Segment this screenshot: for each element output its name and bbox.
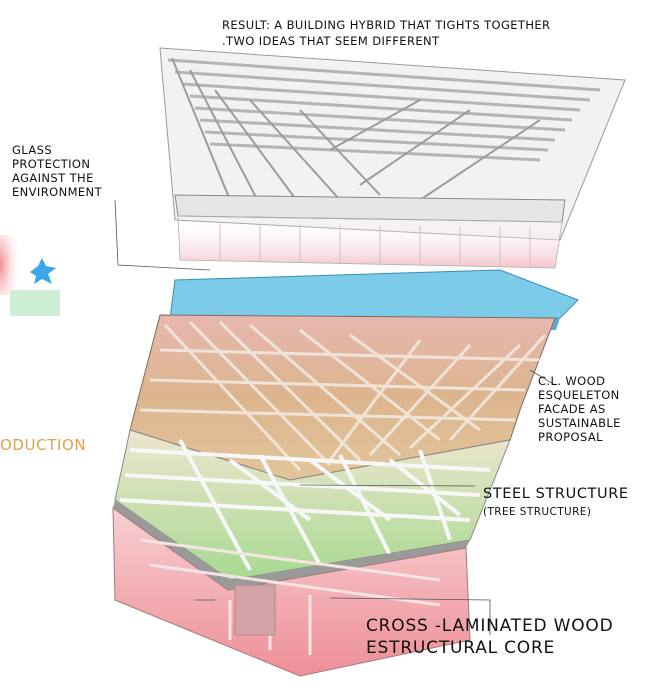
steel-structure-label: STEEL STRUCTURE [483, 484, 629, 504]
steel-structure-sublabel: (TREE STRUCTURE) [483, 505, 591, 519]
legend-red-swatch [0, 235, 22, 295]
glass-label: GLASS PROTECTION AGAINST THE ENVIRONMENT [12, 143, 102, 199]
core-shaft [235, 585, 275, 635]
legend-green-swatch [10, 290, 60, 316]
result-title-line2: .TWO IDEAS THAT SEEM DIFFERENT [222, 34, 439, 48]
result-title-line1: RESULT: A BUILDING HYBRID THAT TIGHTS TO… [222, 18, 550, 32]
roof-module [160, 48, 625, 268]
left-legend-swatches [0, 235, 60, 316]
legend-blue-burst [30, 258, 56, 284]
cut-off-section-label: ODUCTION [0, 436, 86, 454]
core-label-line2: ESTRUCTURAL CORE [366, 636, 555, 660]
wood-facade-label: C.L. WOOD ESQUELETON FACADE AS SUSTAINAB… [538, 374, 621, 444]
core-label-line1: CROSS -LAMINATED WOOD [366, 614, 613, 638]
